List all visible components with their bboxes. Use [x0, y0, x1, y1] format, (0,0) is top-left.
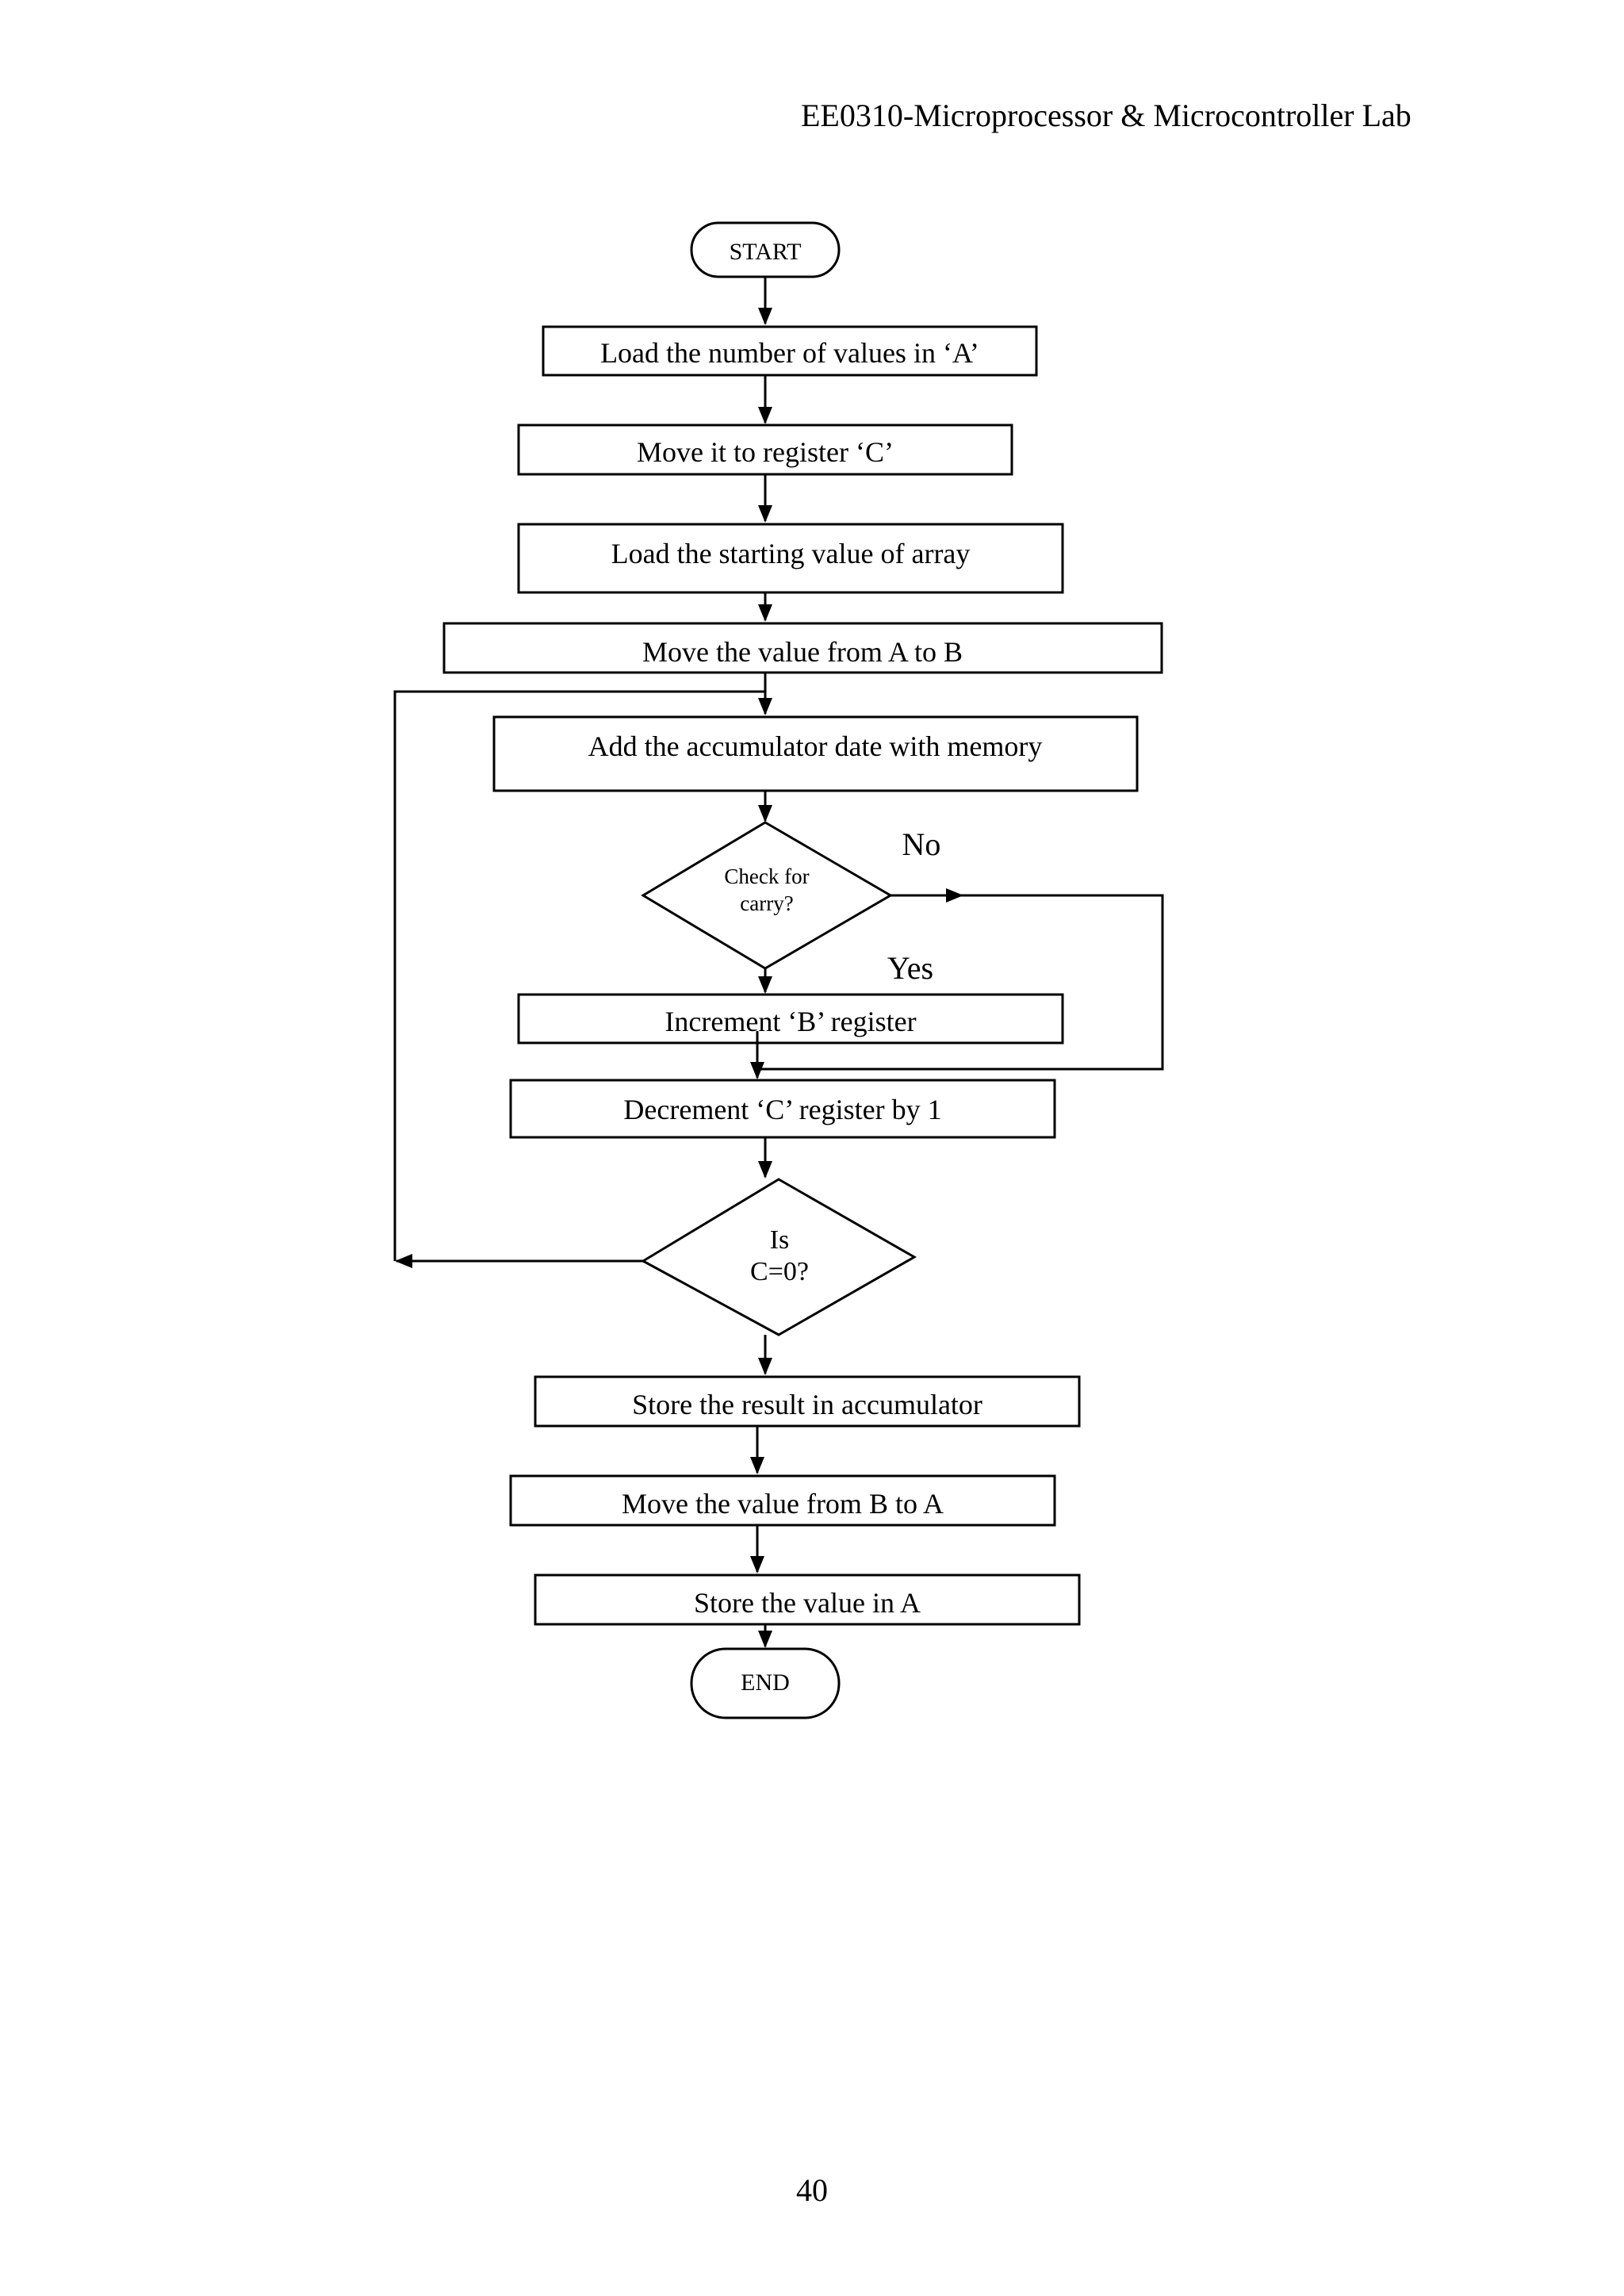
step-store-result-label: Store the result in accumulator [632, 1389, 982, 1420]
connector-loop-back [393, 690, 765, 1261]
decision-zero-line1: Is [770, 1225, 790, 1255]
step-increment-b: Increment ‘B’ register [517, 993, 1064, 1045]
page-number: 40 [796, 2172, 828, 2208]
decision-is-c-zero: Is C=0? [640, 1178, 917, 1336]
step-move-to-c: Move it to register ‘C’ [517, 424, 1013, 476]
step-load-count: Load the number of values in ‘A’ [542, 325, 1038, 377]
page-header: EE0310-Microprocessor & Microcontroller … [801, 98, 1411, 133]
step-decrement-c-label: Decrement ‘C’ register by 1 [623, 1094, 941, 1125]
label-no: No [902, 826, 941, 862]
step-load-start: Load the starting value of array [517, 523, 1064, 594]
step-load-count-label: Load the number of values in ‘A’ [600, 337, 979, 369]
label-yes: Yes [887, 950, 933, 986]
decision-check-carry: Check for carry? [641, 821, 893, 970]
decision-zero-line2: C=0? [750, 1257, 809, 1286]
step-decrement-c: Decrement ‘C’ register by 1 [509, 1079, 1056, 1139]
decision-carry-line2: carry? [740, 891, 793, 915]
step-move-b-to-a: Move the value from B to A [509, 1474, 1056, 1527]
step-move-a-to-b-label: Move the value from A to B [642, 636, 963, 668]
step-move-to-c-label: Move it to register ‘C’ [637, 436, 894, 468]
step-store-value: Store the value in A [534, 1573, 1081, 1626]
step-store-result: Store the result in accumulator [534, 1375, 1081, 1428]
decision-carry-line1: Check for [724, 864, 809, 888]
step-store-value-label: Store the value in A [694, 1587, 921, 1619]
step-increment-b-label: Increment ‘B’ register [665, 1006, 916, 1037]
connector-no-branch [757, 894, 1164, 1071]
step-add-acc: Add the accumulator date with memory [492, 715, 1139, 792]
end-label: END [741, 1669, 790, 1696]
step-move-a-to-b: Move the value from A to B [442, 622, 1163, 674]
start-terminator: START [690, 221, 841, 278]
end-terminator: END [690, 1647, 841, 1719]
start-label: START [730, 239, 802, 265]
step-load-start-label: Load the starting value of array [611, 538, 971, 569]
step-add-acc-label: Add the accumulator date with memory [588, 730, 1043, 762]
step-move-b-to-a-label: Move the value from B to A [622, 1488, 944, 1520]
